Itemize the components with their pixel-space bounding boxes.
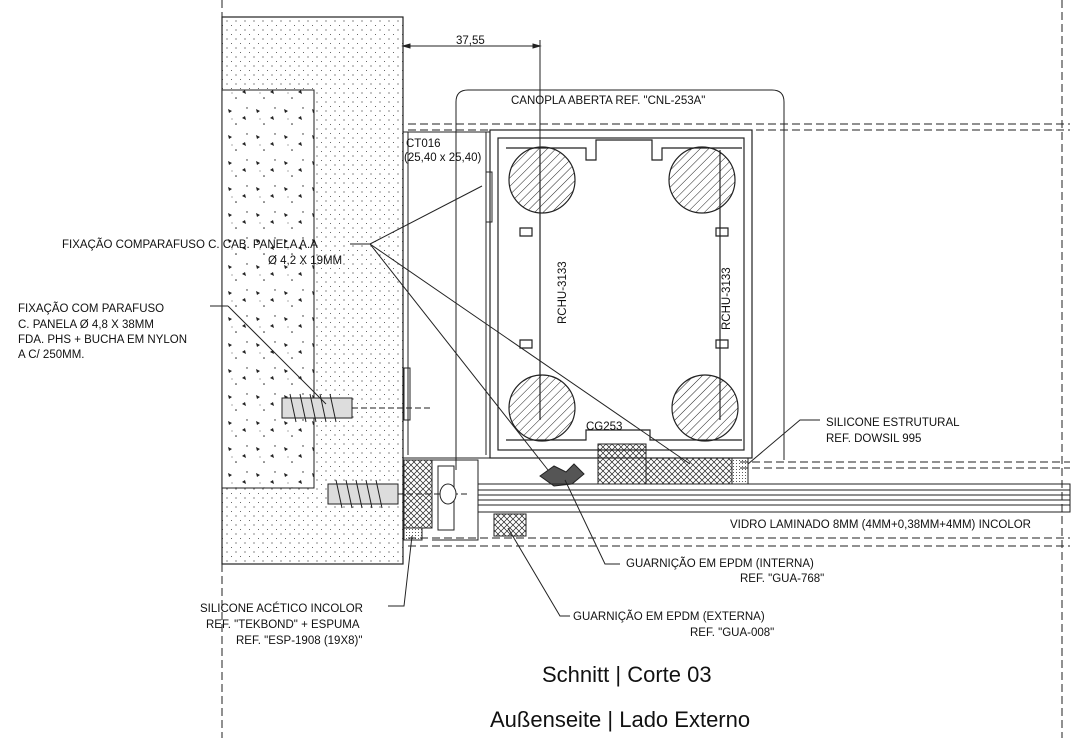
guarnicao-interna-line1: GUARNIÇÃO EM EPDM (INTERNA) (626, 557, 814, 570)
wall (221, 16, 404, 565)
silicone-estrutural-line2: REF. DOWSIL 995 (826, 433, 921, 445)
dimension-label: 37,55 (456, 35, 485, 47)
fixacao-comparafuso-label: FIXAÇÃO COMPARAFUSO C. CAB. PANELA A.A (62, 238, 318, 251)
canopla-label: CANOPLA ABERTA REF. "CNL-253A" (511, 95, 705, 107)
epdm-internal (539, 463, 585, 487)
epdm-external (493, 513, 527, 537)
title-line1: Schnitt | Corte 03 (542, 662, 712, 687)
guarnicao-externa-line1: GUARNIÇÃO EM EPDM (EXTERNA) (573, 610, 765, 623)
ct016-label: CT016 (406, 138, 441, 150)
canopla-outline (455, 89, 785, 470)
silicone-acetico-line1: SILICONE ACÉTICO INCOLOR (200, 602, 363, 615)
guarnicao-externa-line2: REF. "GUA-008" (690, 627, 774, 639)
title-line2: Außenseite | Lado Externo (490, 707, 750, 732)
fixacao-comparafuso-size: Ø 4,2 X 19MM (268, 255, 342, 267)
silicone-acetico-line3: REF. "ESP-1908 (19X8)" (236, 635, 362, 647)
fixacao-parafuso-line1: FIXAÇÃO COM PARAFUSO (18, 302, 164, 315)
profile-screw-bosses (508, 146, 739, 442)
silicone-acetico-line2: REF. "TEKBOND" + ESPUMA (206, 619, 360, 631)
rchu-left-label: RCHU-3133 (557, 261, 569, 324)
rchu-right-label: RCHU-3133 (721, 267, 733, 330)
glass-pane (477, 483, 1071, 513)
lower-profile (432, 459, 479, 541)
foam-seal (403, 459, 433, 541)
fixacao-parafuso-line4: A C/ 250MM. (18, 349, 84, 361)
fixacao-parafuso-line2: C. PANELA Ø 4,8 X 38MM (18, 319, 154, 331)
vidro-label: VIDRO LAMINADO 8MM (4MM+0,38MM+4MM) INCO… (730, 519, 1031, 531)
cg253-label: CG253 (586, 421, 622, 433)
anchor-upper (281, 393, 430, 423)
spacer-blocks (597, 443, 749, 485)
anchor-lower (327, 479, 470, 509)
ct016-size-label: (25,40 x 25,40) (404, 152, 482, 164)
bracket (403, 131, 500, 459)
guarnicao-interna-line2: REF. "GUA-768" (740, 573, 824, 585)
leader-lines (210, 185, 820, 617)
silicone-estrutural-line1: SILICONE ESTRUTURAL (826, 417, 960, 429)
fixacao-parafuso-line3: FDA. PHS + BUCHA EM NYLON (18, 334, 187, 346)
